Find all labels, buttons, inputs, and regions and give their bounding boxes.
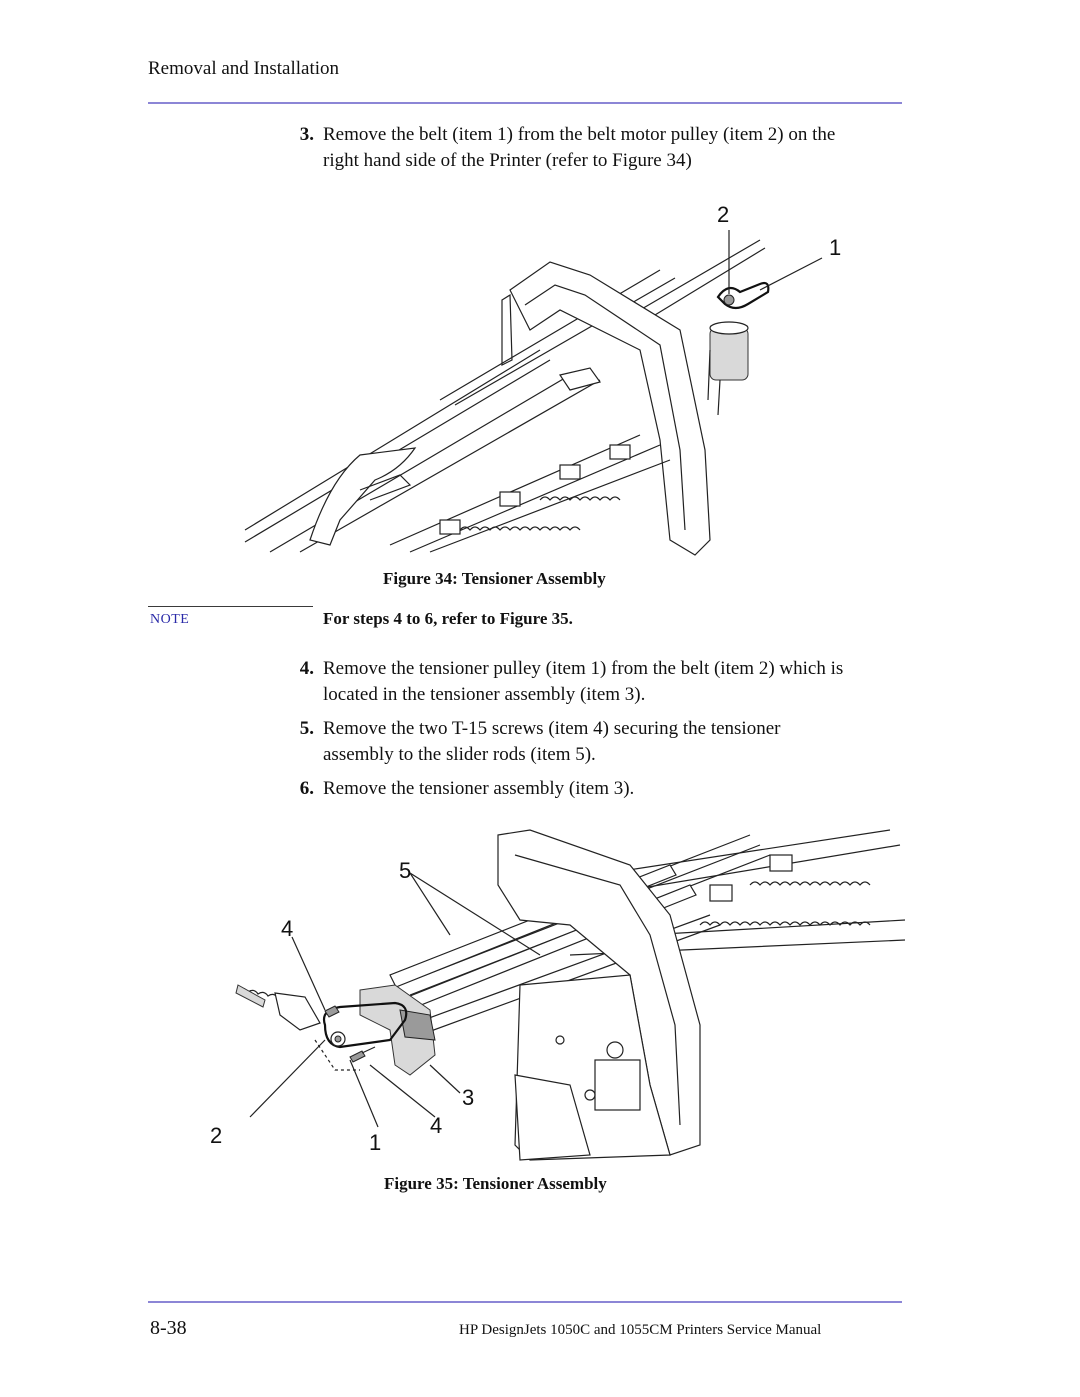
step-number: 6. xyxy=(299,778,314,799)
callout-1: 1 xyxy=(829,235,842,260)
callout-4-lower: 4 xyxy=(430,1113,443,1138)
footer-rule xyxy=(148,1301,902,1303)
step-4: 4. Remove the tensioner pulley (item 1) … xyxy=(0,656,1080,712)
footer-manual-title: HP DesignJets 1050C and 1055CM Printers … xyxy=(459,1322,822,1338)
note-rule xyxy=(148,606,313,607)
figure-35-caption: Figure 35: Tensioner Assembly xyxy=(384,1174,607,1193)
callout-1: 1 xyxy=(369,1130,382,1155)
figure-34-illustration xyxy=(244,230,823,556)
callout-4-upper: 4 xyxy=(281,916,294,941)
step-text-line1: Remove the tensioner assembly (item 3). xyxy=(323,778,635,799)
callout-5: 5 xyxy=(399,858,412,883)
step-text-line2: right hand side of the Printer (refer to… xyxy=(323,150,692,171)
callout-2: 2 xyxy=(210,1123,223,1148)
step-text-line1: Remove the tensioner pulley (item 1) fro… xyxy=(323,658,844,679)
step-text-line2: assembly to the slider rods (item 5). xyxy=(323,744,596,765)
step-number: 5. xyxy=(299,718,314,739)
running-header: Removal and Installation xyxy=(148,58,340,79)
note-text: For steps 4 to 6, refer to Figure 35. xyxy=(323,609,573,628)
header-rule xyxy=(148,102,902,104)
figure-34-caption: Figure 34: Tensioner Assembly xyxy=(383,569,606,588)
step-number: 3. xyxy=(299,124,314,145)
page-number: 8-38 xyxy=(150,1317,187,1339)
figure-35-illustration xyxy=(235,829,906,1161)
step-text-line1: Remove the belt (item 1) from the belt m… xyxy=(323,124,836,145)
step-5: 5. Remove the two T-15 screws (item 4) s… xyxy=(0,716,1080,772)
callout-3: 3 xyxy=(462,1085,475,1110)
step-3: 3. Remove the belt (item 1) from the bel… xyxy=(0,122,1080,182)
note-label: NOTE xyxy=(150,612,190,627)
step-6: 6. Remove the tensioner assembly (item 3… xyxy=(0,776,1080,806)
step-number: 4. xyxy=(299,658,314,679)
callout-2: 2 xyxy=(717,202,730,227)
step-text-line1: Remove the two T-15 screws (item 4) secu… xyxy=(323,718,781,739)
step-text-line2: located in the tensioner assembly (item … xyxy=(323,684,646,705)
